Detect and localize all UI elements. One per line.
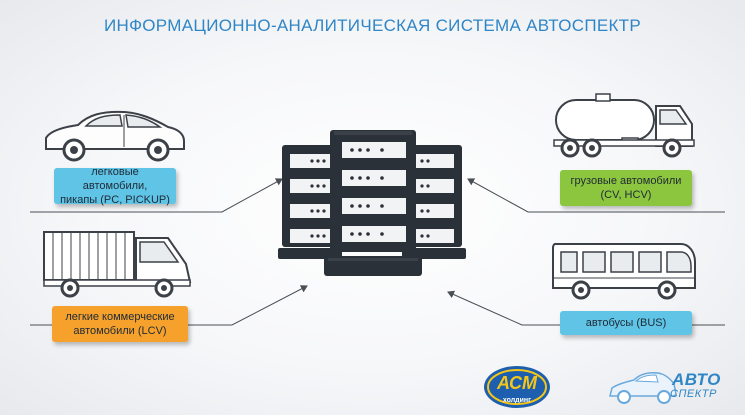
page-title: ИНФОРМАЦИОННО-АНАЛИТИЧЕСКАЯ СИСТЕМА АВТО… <box>103 16 642 35</box>
lcv-van-icon <box>43 231 192 298</box>
connector-hcv <box>467 178 725 213</box>
label-lcv: легкие коммерческие автомобили (LCV) <box>52 306 188 342</box>
label-lcv-line1: легкие коммерческие <box>65 311 175 323</box>
passenger-car-icon <box>45 110 185 162</box>
asm-logo-text: АСМ <box>496 373 538 393</box>
asm-logo-subtext: холдинг <box>503 397 531 404</box>
connector-pc <box>30 178 283 213</box>
label-passenger-cars-line2: пикапы (PC, PICKUP) <box>60 194 170 206</box>
label-bus-line1: автобусы (BUS) <box>585 317 667 329</box>
server-left <box>278 145 342 259</box>
avtospektr-logo-title: АВТО <box>672 370 721 389</box>
tanker-truck-icon <box>553 93 695 158</box>
label-hcv: грузовые автомобили (CV, HCV) <box>560 170 692 206</box>
label-hcv-line1: грузовые автомобили <box>570 175 682 187</box>
server-stack-icon <box>278 130 466 276</box>
label-hcv-line2: (CV, HCV) <box>600 189 652 201</box>
label-passenger-cars-line1: легковые автомобили, <box>82 166 148 192</box>
server-right <box>402 145 466 259</box>
avtospektr-car-logo-icon <box>609 372 677 404</box>
label-passenger-cars: легковые автомобили, пикапы (PC, PICKUP) <box>54 166 176 206</box>
asm-holding-logo: АСМ холдинг <box>484 366 550 408</box>
label-lcv-line2: автомобили (LCV) <box>73 325 167 337</box>
avtospektr-logo-subtitle: СПЕКТР <box>670 388 717 400</box>
bus-icon <box>552 243 696 300</box>
label-bus: автобусы (BUS) <box>560 311 692 335</box>
server-center <box>324 130 422 276</box>
